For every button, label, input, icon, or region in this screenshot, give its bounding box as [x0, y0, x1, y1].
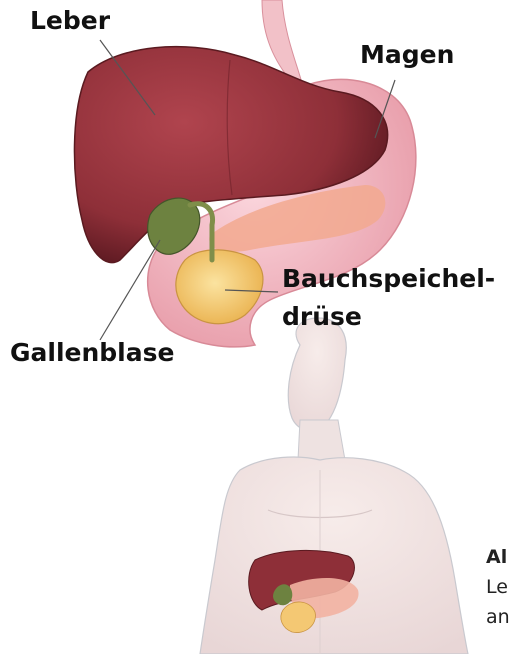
stomach-label: Magen — [360, 42, 454, 67]
pancreas-label-line1: Bauchspeichel- — [282, 266, 495, 291]
caption-fragment-line3: an — [486, 608, 510, 627]
human-figure — [200, 318, 468, 654]
caption-fragment-line1: Al — [486, 548, 507, 567]
caption-fragment-line2: Le — [486, 578, 508, 597]
pancreas-label-line2: drüse — [282, 304, 362, 329]
gallbladder-label: Gallenblase — [10, 340, 174, 365]
liver-label: Leber — [30, 8, 110, 33]
